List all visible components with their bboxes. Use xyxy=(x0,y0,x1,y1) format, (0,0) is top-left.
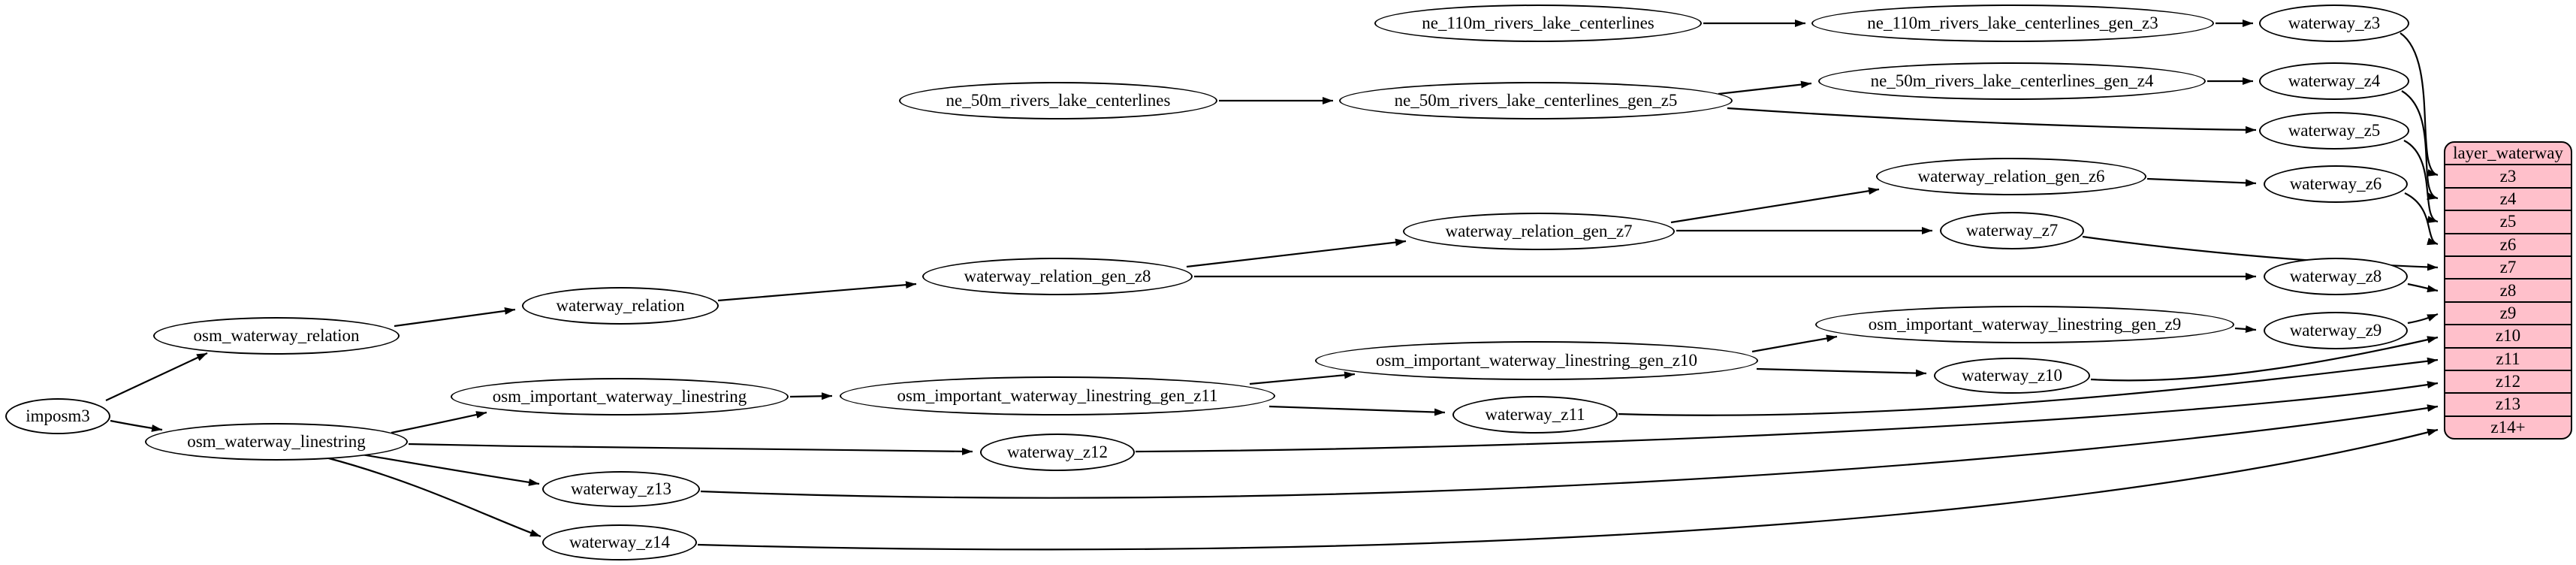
edge-imposm3-osmwaterwayrelation xyxy=(105,352,208,401)
edge-osmwaterwayrelation-waterwayrelation xyxy=(394,307,516,328)
node-osm-important-waterway-linestring-gen-z10: osm_important_waterway_linestring_gen_z1… xyxy=(1315,341,1758,380)
edge-genz11-genz10 xyxy=(1249,371,1356,385)
edge-waterwayz5-rowz5 xyxy=(2403,140,2439,223)
layer-row-z13: z13 xyxy=(2445,392,2571,415)
node-waterway-z13: waterway_z13 xyxy=(542,471,700,507)
edge-waterwayz3-rowz3 xyxy=(2400,32,2439,177)
layer-row-z6: z6 xyxy=(2445,232,2571,255)
node-osm-waterway-relation: osm_waterway_relation xyxy=(153,317,400,355)
node-waterway-z11: waterway_z11 xyxy=(1452,396,1618,434)
node-waterway-z12: waterway_z12 xyxy=(980,434,1135,471)
edge-osmwaterwaylinestring-osmimportant xyxy=(391,411,487,434)
node-waterway-relation-gen-z6: waterway_relation_gen_z6 xyxy=(1876,158,2146,195)
node-waterway-z4: waterway_z4 xyxy=(2259,62,2409,100)
node-waterway-z14: waterway_z14 xyxy=(542,524,697,560)
layer-row-z11: z11 xyxy=(2445,346,2571,370)
edge-imposm3-osmwaterwaylinestring xyxy=(110,419,163,432)
edge-waterwayz8-rowz8 xyxy=(2407,282,2439,293)
edge-genz10-genz9 xyxy=(1751,334,1838,353)
edge-genz7-genz6 xyxy=(1670,187,1880,224)
node-waterway-z3: waterway_z3 xyxy=(2259,5,2409,42)
layer-row-z5: z5 xyxy=(2445,210,2571,232)
node-imposm3: imposm3 xyxy=(5,398,110,434)
node-osm-important-waterway-linestring-gen-z11: osm_important_waterway_linestring_gen_z1… xyxy=(840,376,1275,415)
node-waterway-z10: waterway_z10 xyxy=(1934,358,2090,394)
node-ne-110m-rivers-lake-centerlines-gen-z3: ne_110m_rivers_lake_centerlines_gen_z3 xyxy=(1811,5,2214,42)
node-osm-important-waterway-linestring: osm_important_waterway_linestring xyxy=(451,378,789,415)
node-osm-waterway-linestring: osm_waterway_linestring xyxy=(145,423,408,461)
node-waterway-relation-gen-z7: waterway_relation_gen_z7 xyxy=(1403,213,1675,250)
layer-row-z3: z3 xyxy=(2445,164,2571,186)
edge-genz5-waterwayz5 xyxy=(1727,107,2257,134)
node-ne-110m-rivers-lake-centerlines: ne_110m_rivers_lake_centerlines xyxy=(1374,5,1702,42)
node-ne-50m-rivers-lake-centerlines-gen-z4: ne_50m_rivers_lake_centerlines_gen_z4 xyxy=(1818,62,2206,100)
layer-row-z8: z8 xyxy=(2445,278,2571,301)
edge-genz10-waterwayz10 xyxy=(1756,367,1927,377)
edge-genz8-genz7 xyxy=(1186,238,1407,268)
layer-row-z9: z9 xyxy=(2445,301,2571,324)
edge-osmwaterwaylinestring-waterwayz12 xyxy=(408,443,973,455)
edge-waterwayrelation-genz8 xyxy=(717,281,917,302)
layer-waterway-header: layer_waterway xyxy=(2453,144,2563,163)
node-waterway-z5: waterway_z5 xyxy=(2259,112,2409,150)
node-ne-50m-rivers-lake-centerlines-gen-z5: ne_50m_rivers_lake_centerlines_gen_z5 xyxy=(1339,82,1733,119)
node-waterway-z9: waterway_z9 xyxy=(2264,312,2408,349)
edge-waterwayz12-rowz12 xyxy=(1135,381,2439,453)
edge-osmwaterwaylinestring-waterwayz14 xyxy=(325,456,541,538)
node-ne-50m-rivers-lake-centerlines: ne_50m_rivers_lake_centerlines xyxy=(899,82,1217,119)
layer-row-z4: z4 xyxy=(2445,186,2571,210)
node-waterway-relation: waterway_relation xyxy=(522,287,719,325)
layer-row-z7: z7 xyxy=(2445,255,2571,278)
node-waterway-relation-gen-z8: waterway_relation_gen_z8 xyxy=(922,258,1193,295)
edge-waterwayz6-rowz6 xyxy=(2404,192,2439,246)
layer-row-z14plus: z14+ xyxy=(2445,415,2571,438)
edge-waterwayz9-rowz9 xyxy=(2407,313,2439,325)
layer-waterway-table: layer_waterway z3 z4 z5 z6 z7 z8 z9 z10 … xyxy=(2444,141,2572,440)
node-waterway-z8: waterway_z8 xyxy=(2264,258,2408,295)
edge-genz6-waterwayz6 xyxy=(2146,177,2257,187)
node-osm-important-waterway-linestring-gen-z9: osm_important_waterway_linestring_gen_z9 xyxy=(1815,306,2234,343)
edge-osmimportant-genz11 xyxy=(789,392,833,400)
layer-row-z10: z10 xyxy=(2445,324,2571,346)
edge-osmwaterwaylinestring-waterwayz13 xyxy=(361,453,540,486)
edge-genz11-waterwayz11 xyxy=(1268,405,1446,416)
edge-genz9-waterwayz9 xyxy=(2234,325,2257,333)
node-waterway-z7: waterway_z7 xyxy=(1940,212,2084,249)
node-waterway-z6: waterway_z6 xyxy=(2264,165,2408,203)
edge-genz5-genz4 xyxy=(1718,80,1812,95)
edge-waterwayz14-rowz14plus xyxy=(697,428,2439,551)
layer-row-z12: z12 xyxy=(2445,369,2571,392)
